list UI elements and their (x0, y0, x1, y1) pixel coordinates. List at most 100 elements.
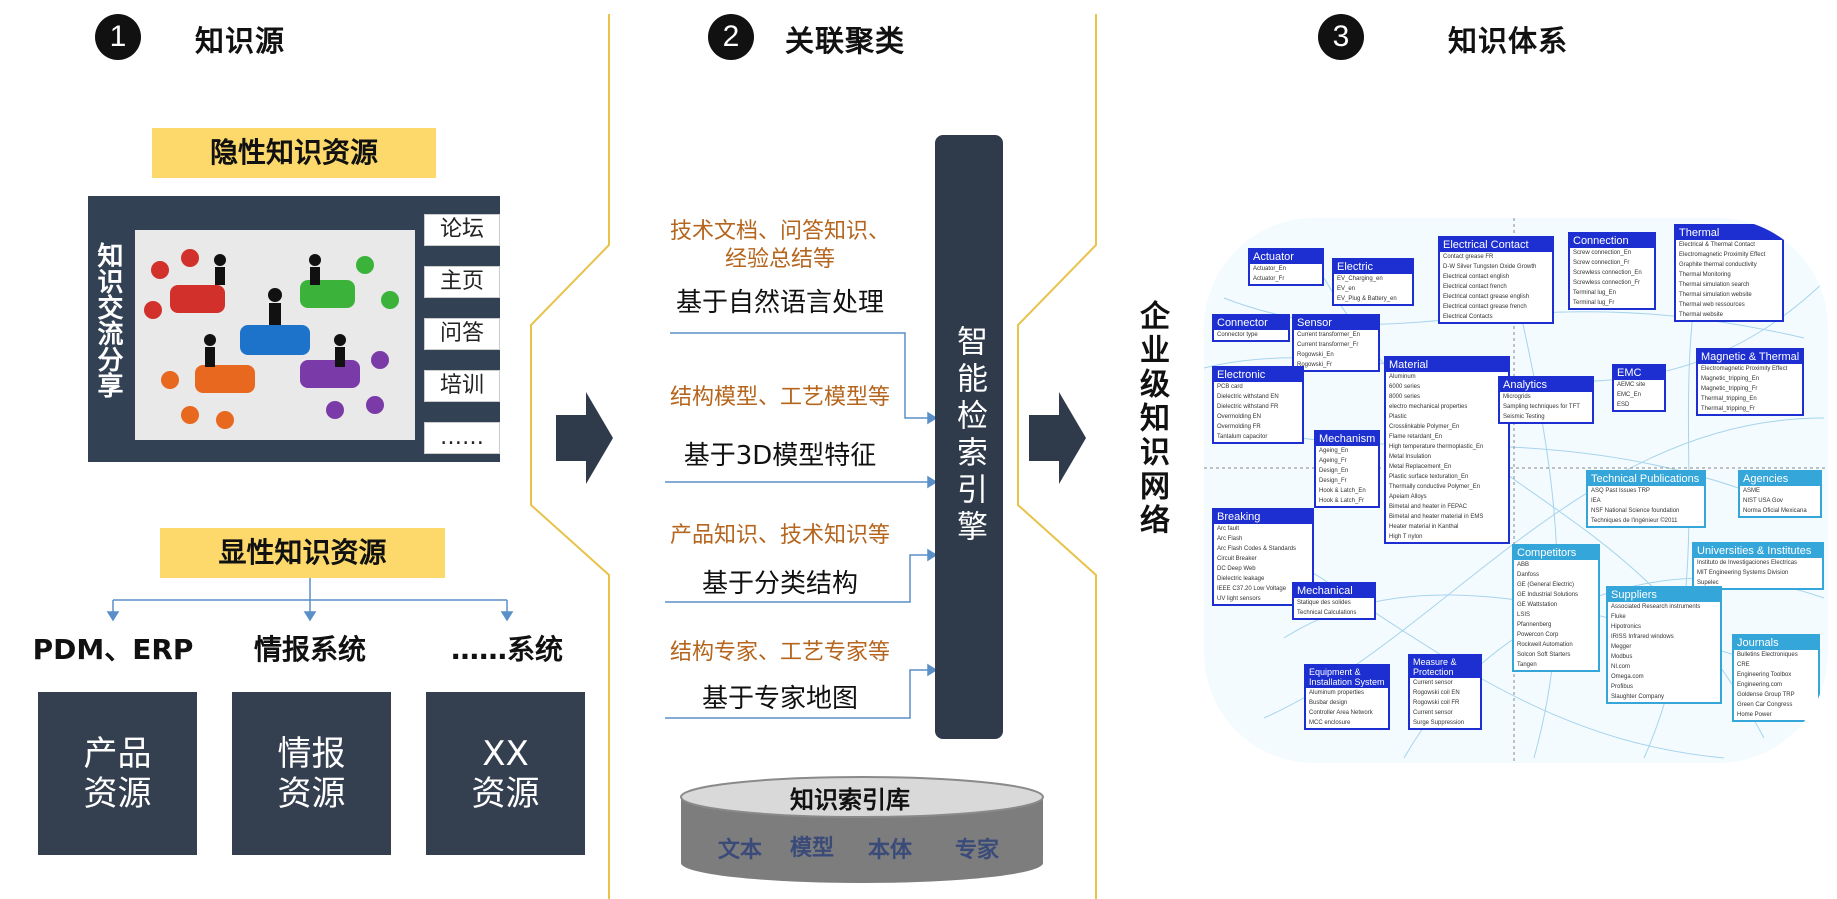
section-2-title: 关联聚类 (785, 24, 906, 58)
category-item: PCB card (1217, 384, 1243, 390)
category-item: Metal Insulation (1389, 454, 1432, 460)
small-person-icon (161, 371, 179, 389)
category-item: Flame retardant_En (1389, 434, 1443, 440)
small-person-icon (356, 256, 374, 274)
category-item: Actuator_Fr (1253, 276, 1285, 282)
category-item: Connector type (1217, 332, 1258, 338)
category-connector: Connector Connector type (1212, 314, 1290, 342)
category-item: LSIS (1517, 612, 1531, 618)
category-item: Magnetic_tripping_Fr (1701, 386, 1758, 392)
category-item: NIST USA Gov (1743, 498, 1783, 504)
section-3-title: 知识体系 (1448, 24, 1569, 58)
section-1-number: 1 (95, 14, 141, 60)
category-electric: Electric EV_Charging_en EV_en EV_Plug & … (1332, 258, 1414, 306)
arrow-down-icon (303, 611, 317, 622)
category-item: Green Car Congress (1737, 702, 1793, 708)
category-equipment-installation: Equipment & Installation System Aluminum… (1304, 664, 1390, 730)
system-other: ……系统 (450, 633, 563, 666)
category-emc: EMC AEMC site EMC_En ESD (1612, 364, 1666, 412)
category-title: Mechanical (1294, 584, 1374, 598)
category-item: DC Deep Web (1217, 566, 1256, 572)
category-universities-institutes: Universities & Institutes Instituto de I… (1692, 542, 1824, 590)
person-icon (310, 267, 320, 285)
category-item: Hook & Latch_Fr (1319, 498, 1365, 504)
category-mechanism: Mechanism Ageing_En Ageing_Fr Design_En … (1314, 430, 1380, 508)
category-item: Associated Research instruments (1611, 604, 1701, 610)
category-item: Electrical contact french (1443, 284, 1507, 290)
intelligent-search-engine: 智能检索引擎 (935, 135, 1003, 739)
cluster-connector-lines (665, 332, 938, 719)
tag-more: …… (424, 422, 500, 454)
category-item: High temperature thermoplastic_En (1389, 444, 1484, 450)
category-item: ASQ Past Issues TRP (1591, 488, 1650, 494)
person-icon (205, 347, 215, 367)
category-item: 8000 series (1389, 394, 1421, 400)
enterprise-knowledge-network-text: 企业级知识网络 (1134, 300, 1169, 538)
category-item: Bimetal and heater in FEPAC (1389, 504, 1467, 510)
category-sensor: Sensor Current transformer_En Current tr… (1292, 314, 1380, 372)
tag-qa: 问答 (424, 318, 500, 350)
category-item: Design_En (1319, 468, 1349, 474)
category-item: Rockwell Automation (1517, 642, 1573, 648)
section-1-title: 知识源 (195, 24, 286, 58)
category-item: GE (General Electric) (1517, 582, 1575, 588)
cluster-method-1: 基于自然语言处理 (675, 288, 884, 318)
category-item: Ageing_En (1319, 448, 1349, 454)
category-item: D-W Silver Tungsten Oxide Growth (1443, 264, 1537, 270)
explicit-knowledge-title: 显性知识资源 (160, 528, 445, 578)
category-item: Apeiam Alloys (1389, 494, 1427, 500)
category-item: Electrical contact grease english (1443, 294, 1530, 300)
person-icon (269, 303, 281, 325)
knowledge-network-map: Actuator Actuator_En Actuator_Fr Electri… (1204, 218, 1828, 763)
index-item-expert: 专家 (955, 838, 1000, 863)
category-title: Equipment & Installation System (1306, 666, 1388, 688)
cluster-method-3: 基于分类结构 (701, 569, 858, 599)
tag-forum: 论坛 (424, 214, 500, 246)
small-person-icon (181, 249, 199, 267)
category-item: UV light sensors (1217, 596, 1261, 602)
category-item: Controller Area Network (1309, 710, 1373, 716)
category-item: Bimetal and heater material in EMS (1389, 514, 1484, 520)
category-item: Ageing_Fr (1319, 458, 1347, 464)
category-item: Thermal website (1679, 312, 1724, 318)
category-item: ASME (1743, 488, 1761, 494)
category-item: EV_Charging_en (1337, 276, 1383, 282)
explicit-branch-lines (106, 578, 514, 622)
category-technical-publications: Technical Publications ASQ Past Issues T… (1586, 470, 1706, 528)
category-title: Measure & Protection (1410, 656, 1480, 678)
category-item: Pfannenberg (1517, 622, 1552, 628)
category-title: Sensor (1294, 316, 1378, 330)
cluster-method-2: 基于3D模型特征 (683, 441, 877, 471)
category-thermal: Thermal Electrical & Thermal Contact Ele… (1674, 224, 1784, 322)
category-item: Technical Calculations (1297, 610, 1357, 616)
category-item: Aluminum (1389, 374, 1416, 380)
category-item: Overmolding EN (1217, 414, 1262, 420)
category-magnetic-thermal: Magnetic & Thermal Electromagnetic Proxi… (1696, 348, 1804, 416)
category-item: Plastic surface texturation_En (1389, 474, 1469, 480)
category-item: 6000 series (1389, 384, 1421, 390)
section-2-number: 2 (708, 14, 754, 60)
category-item: Megger (1611, 644, 1632, 650)
category-electronic: Electronic PCB card Dielectric withstand… (1212, 366, 1304, 444)
category-item: Thermal_tripping_Fr (1701, 406, 1756, 412)
category-item: Sampling techniques for TFT (1503, 404, 1580, 410)
category-item: Current transformer_En (1297, 332, 1361, 338)
category-item: Electrical contact grease french (1443, 304, 1527, 310)
category-title: Universities & Institutes (1694, 544, 1822, 558)
category-title: Agencies (1740, 472, 1820, 486)
arrow-right-icon (927, 475, 938, 489)
category-item: Bulletins Electroniques (1737, 652, 1798, 658)
category-item: electro mechanical properties (1389, 404, 1468, 410)
category-item: Rogowski coil FR (1413, 700, 1460, 706)
small-person-icon (216, 411, 234, 429)
category-mechanical: Mechanical Statique des solides Technica… (1292, 582, 1376, 620)
arrow-right-icon (927, 411, 938, 425)
small-person-icon (181, 406, 199, 424)
category-title: Competitors (1514, 546, 1598, 560)
category-title: Actuator (1250, 250, 1322, 264)
category-item: Thermal web ressources (1679, 302, 1745, 308)
resource-product: 产品 资源 (38, 692, 197, 855)
network-node (300, 280, 355, 308)
cylinder-body (681, 797, 1043, 883)
category-item: Techniques de l'ingénieur ©2011 (1591, 518, 1678, 524)
